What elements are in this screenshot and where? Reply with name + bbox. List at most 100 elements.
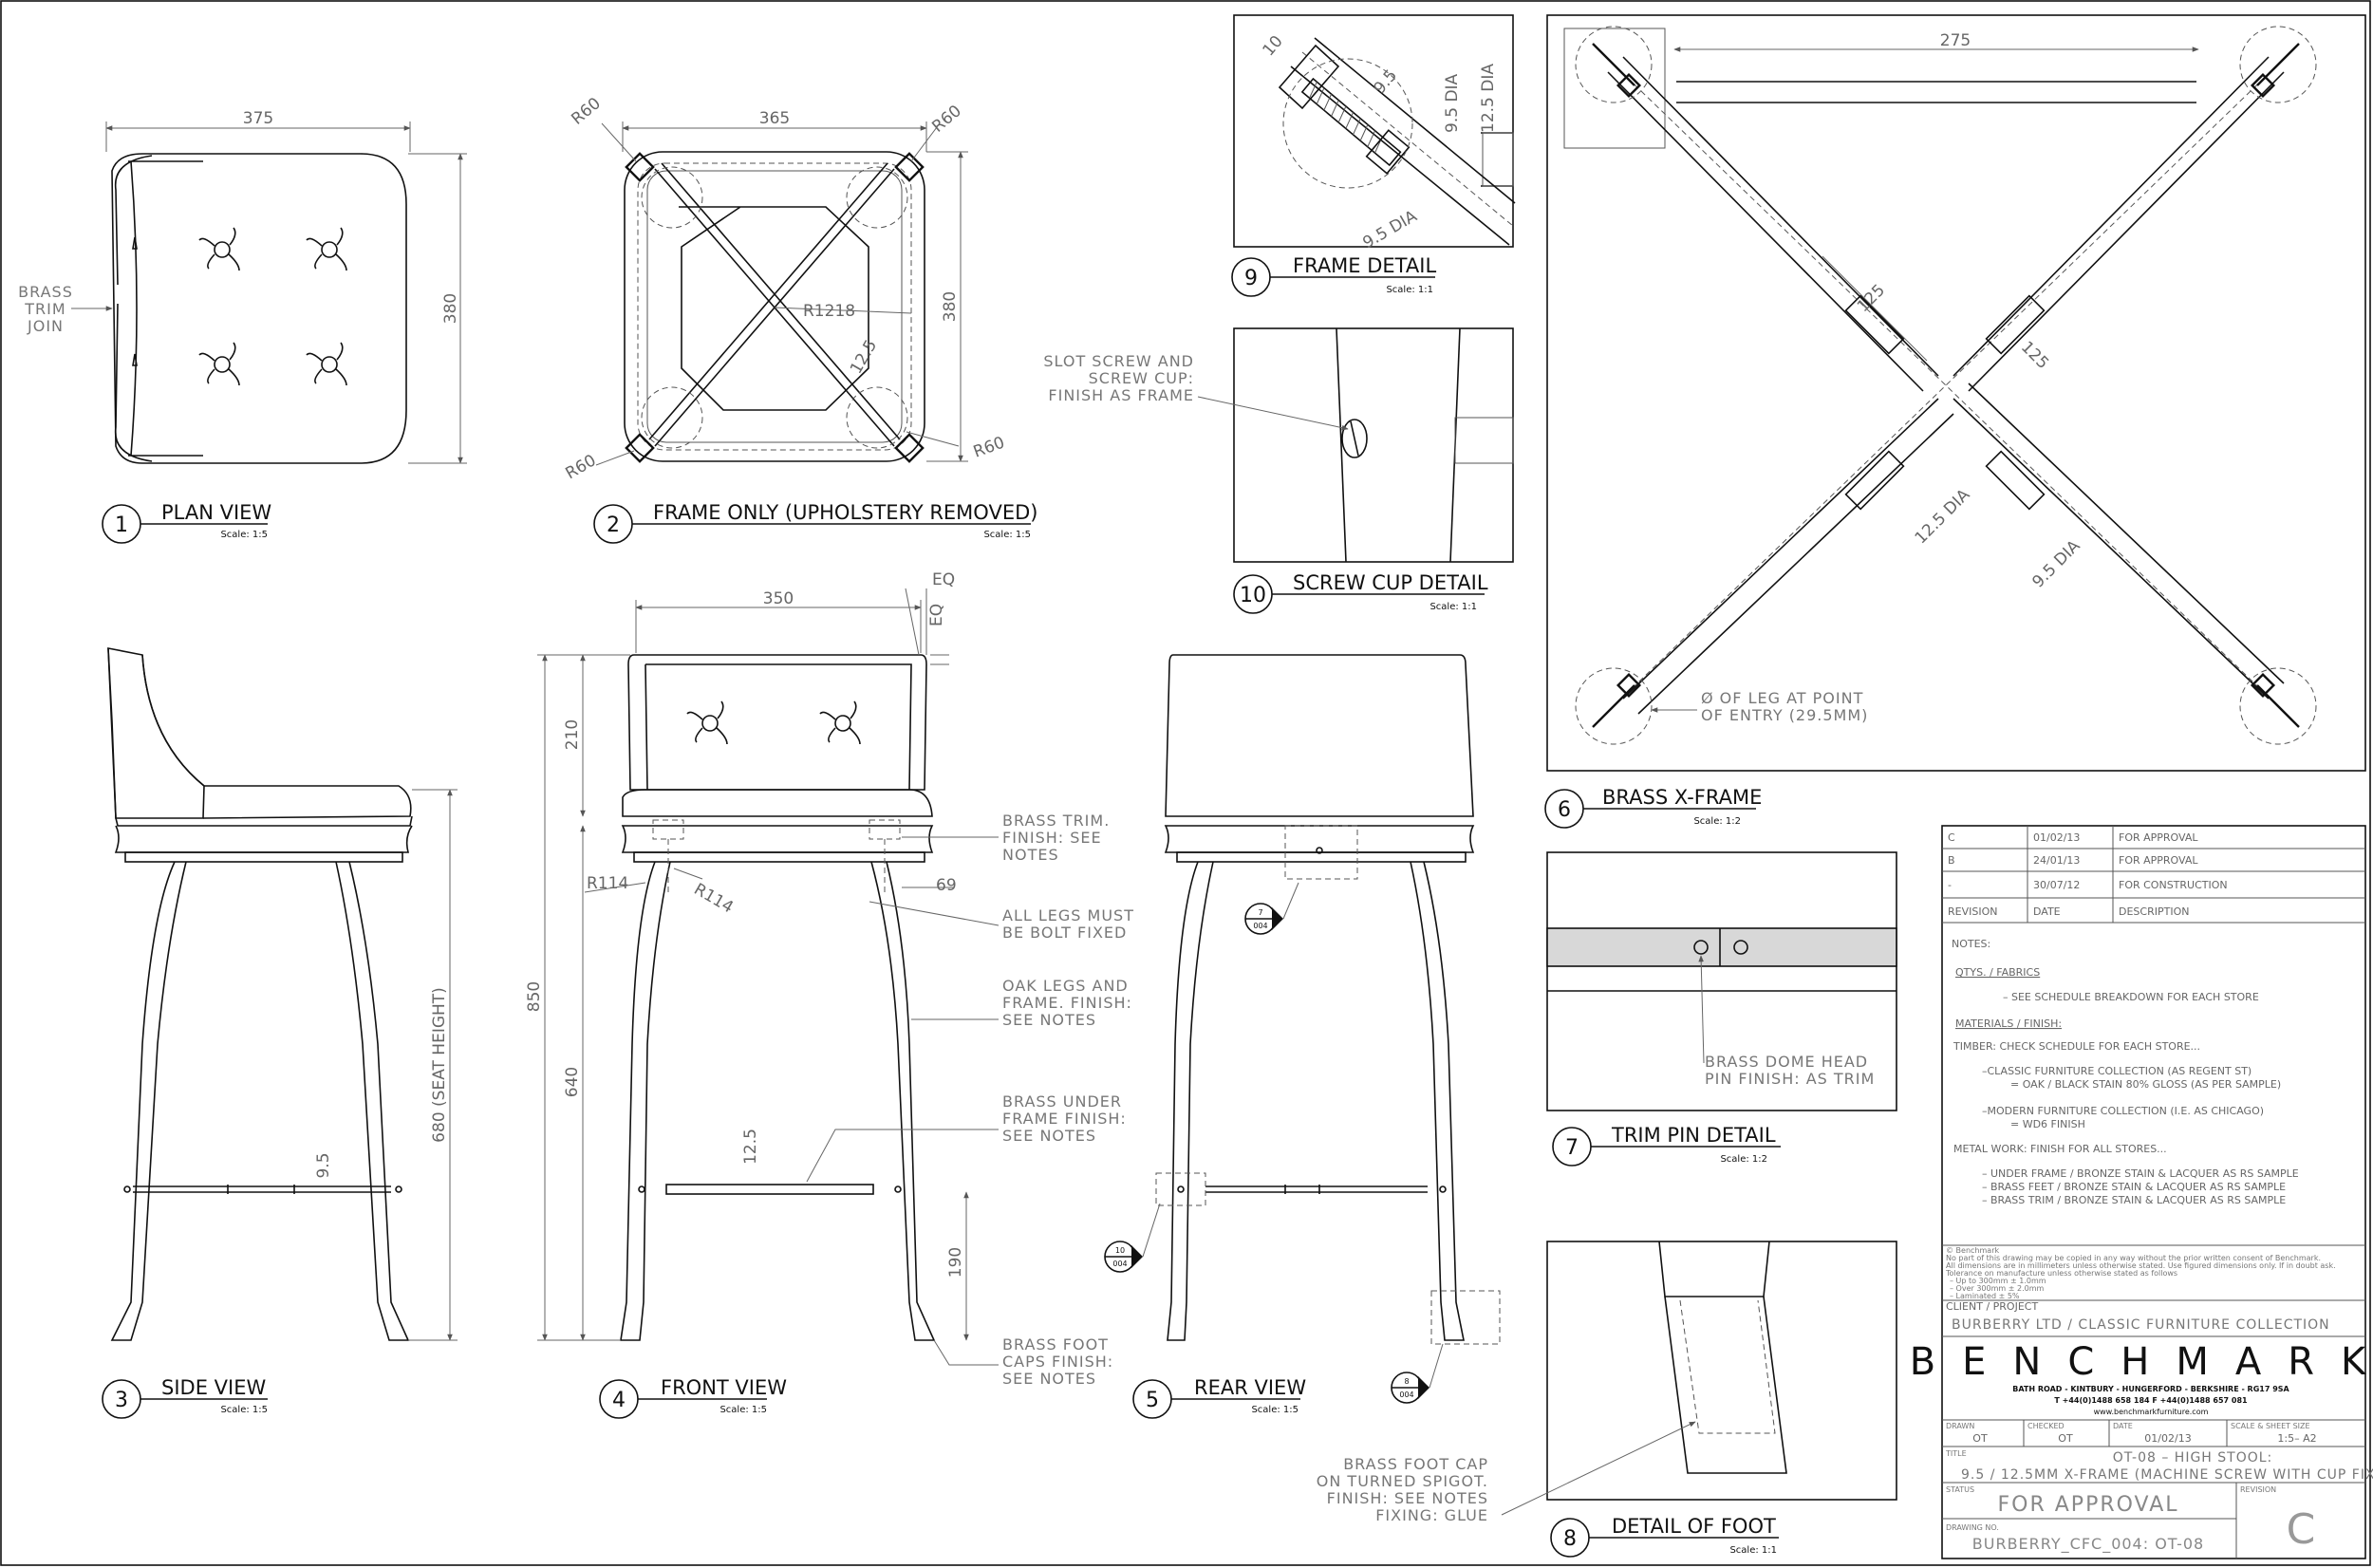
title-block: C 01/02/13 FOR APPROVAL B 24/01/13 FOR A… bbox=[1910, 825, 2373, 1559]
checked-by: OT bbox=[2058, 1432, 2073, 1445]
note-brass-foot-caps: SEE NOTES bbox=[1002, 1370, 1096, 1388]
dim-12-5: 12.5 bbox=[847, 337, 881, 378]
note-brass-under: FRAME FINISH: bbox=[1002, 1110, 1127, 1128]
view-scale: Scale: 1:5 bbox=[220, 1405, 268, 1415]
dim-69: 69 bbox=[936, 876, 957, 895]
spec-note: –CLASSIC FURNITURE COLLECTION (AS REGENT… bbox=[1982, 1065, 2252, 1077]
spec-note: – SEE SCHEDULE BREAKDOWN FOR EACH STORE bbox=[2003, 991, 2259, 1003]
spec-note: = OAK / BLACK STAIN 80% GLOSS (AS PER SA… bbox=[2010, 1078, 2281, 1091]
frame-detail-dim: 9.5 DIA bbox=[1443, 73, 1462, 133]
drawing-title: 9.5 / 12.5MM X-FRAME (MACHINE SCREW WITH… bbox=[1961, 1467, 2373, 1483]
view-number: 4 bbox=[612, 1389, 626, 1412]
view-number: 1 bbox=[115, 513, 128, 537]
drawing-number: BURBERRY_CFC_004: OT-08 bbox=[1972, 1535, 2204, 1554]
status-label: STATUS bbox=[1946, 1485, 1974, 1494]
view-title: FRAME ONLY (UPHOLSTERY REMOVED) bbox=[653, 501, 1037, 524]
callout-number: 10 bbox=[1115, 1246, 1125, 1255]
callout-number: 7 bbox=[1258, 908, 1262, 917]
note-foot-cap: ON TURNED SPIGOT. bbox=[1317, 1472, 1488, 1490]
leg-height-dim: 640 bbox=[563, 1067, 582, 1097]
radius-114-dim: R114 bbox=[587, 874, 628, 893]
view-number: 6 bbox=[1558, 798, 1571, 822]
revision-letter: - bbox=[1948, 879, 1952, 891]
brass-x-frame-view: 275 125 125 12.5 DIA 9.5 DIA Ø OF LEG AT… bbox=[1546, 14, 2366, 772]
xframe-9-5-dia: 9.5 DIA bbox=[2028, 536, 2083, 591]
spec-note: QTYS. / FABRICS bbox=[1955, 966, 2040, 979]
view-scale: Scale: 1:1 bbox=[1429, 602, 1477, 612]
frame-detail-dim: 12.5 DIA bbox=[1479, 64, 1498, 133]
copyright-line: No part of this drawing may be copied in… bbox=[1946, 1254, 2321, 1262]
plan-view: 375 380 BRASS TRIM JOIN bbox=[18, 109, 467, 464]
callout-7: 7 004 bbox=[1244, 882, 1299, 935]
drawing-revision: C bbox=[2287, 1505, 2316, 1554]
spec-note: MATERIALS / FINISH: bbox=[1955, 1017, 2062, 1030]
revision-date: 30/07/12 bbox=[2033, 879, 2080, 891]
callout-number: 8 bbox=[1404, 1377, 1409, 1386]
xframe-275-dim: 275 bbox=[1940, 31, 1971, 50]
client-project: BURBERRY LTD / CLASSIC FURNITURE COLLECT… bbox=[1952, 1317, 2330, 1333]
xframe-125-dim: 125 bbox=[1854, 281, 1889, 316]
note-brass-trim-join: TRIM bbox=[24, 300, 65, 318]
note-brass-foot-caps: CAPS FINISH: bbox=[1002, 1353, 1113, 1371]
note-brass-trim-finish: NOTES bbox=[1002, 846, 1059, 864]
company-address: BATH ROAD - KINTBURY - HUNGERFORD - BERK… bbox=[2012, 1385, 2289, 1393]
drawing-status: FOR APPROVAL bbox=[1998, 1493, 2179, 1517]
copyright-line: © Benchmark bbox=[1946, 1246, 1999, 1255]
spec-note: METAL WORK: FINISH FOR ALL STORES... bbox=[1953, 1143, 2167, 1155]
note-foot-cap: BRASS FOOT CAP bbox=[1343, 1455, 1488, 1473]
view-title: SCREW CUP DETAIL bbox=[1293, 571, 1488, 594]
view-scale: Scale: 1:1 bbox=[1729, 1545, 1777, 1556]
radius-dim: R60 bbox=[971, 433, 1007, 461]
revision-letter: C bbox=[1948, 831, 1955, 844]
plan-width-dim: 375 bbox=[243, 109, 273, 128]
rear-view bbox=[1155, 654, 1501, 1345]
spec-note: – UNDER FRAME / BRONZE STAIN & LACQUER A… bbox=[1982, 1167, 2299, 1180]
drawing-no-label: DRAWING NO. bbox=[1946, 1523, 1999, 1532]
checked-label: CHECKED bbox=[2027, 1422, 2065, 1430]
callout-sheet: 004 bbox=[1112, 1260, 1127, 1268]
frame-detail-dim: 10 bbox=[1260, 32, 1287, 60]
drawn-by: OT bbox=[1972, 1432, 1988, 1445]
view-scale: Scale: 1:2 bbox=[1720, 1154, 1767, 1165]
frame-height-dim: 380 bbox=[941, 291, 960, 322]
note-dome-head: BRASS DOME HEAD bbox=[1705, 1053, 1868, 1071]
copyright-line: – Over 300mm ± 2.0mm bbox=[1950, 1284, 2044, 1293]
note-all-legs: BE BOLT FIXED bbox=[1002, 924, 1127, 942]
section-callouts: 7 004 10 004 8 004 bbox=[1104, 882, 1444, 1404]
note-brass-trim-finish: FINISH: SEE bbox=[1002, 829, 1102, 847]
company-web: www.benchmarkfurniture.com bbox=[2094, 1408, 2209, 1416]
radius-1218-dim: R1218 bbox=[803, 302, 855, 321]
overall-height-dim: 850 bbox=[525, 981, 544, 1012]
note-all-legs: ALL LEGS MUST bbox=[1002, 906, 1134, 924]
front-view: 350 EQ EQ 850 210 640 R114 R114 69 190 1… bbox=[525, 570, 1134, 1388]
view-title: FRONT VIEW bbox=[661, 1376, 787, 1399]
title-label: TITLE bbox=[1945, 1449, 1967, 1458]
note-brass-under: SEE NOTES bbox=[1002, 1127, 1096, 1145]
copyright-block: © Benchmark No part of this drawing may … bbox=[1945, 1246, 2336, 1300]
view-scale: Scale: 1:5 bbox=[220, 530, 268, 540]
company-logo: BENCHMARK bbox=[1910, 1340, 2373, 1384]
eq-dim: EQ bbox=[932, 570, 955, 589]
date-label: DATE bbox=[2113, 1422, 2133, 1430]
spec-note: NOTES: bbox=[1952, 938, 1990, 950]
note-slot-screw: FINISH AS FRAME bbox=[1048, 386, 1194, 404]
trim-pin-detail-view: BRASS DOME HEAD PIN FINISH: AS TRIM bbox=[1546, 851, 1897, 1111]
callout-sheet: 004 bbox=[1399, 1391, 1413, 1399]
screw-cup-detail-view: SLOT SCREW AND SCREW CUP: FINISH AS FRAM… bbox=[1043, 327, 1514, 563]
spec-note: = WD6 FINISH bbox=[2010, 1118, 2085, 1130]
spec-notes: NOTES: QTYS. / FABRICS – SEE SCHEDULE BR… bbox=[1952, 938, 2299, 1206]
copyright-line: Tolerance on manufacture unless otherwis… bbox=[1945, 1269, 2177, 1278]
note-oak-legs: SEE NOTES bbox=[1002, 1011, 1096, 1029]
eq-dim: EQ bbox=[927, 604, 946, 626]
copyright-line: All dimensions are in millimeters unless… bbox=[1946, 1261, 2336, 1270]
copyright-line: – Laminated ± 5% bbox=[1950, 1292, 2020, 1300]
drawing-date: 01/02/13 bbox=[2144, 1432, 2191, 1445]
copyright-line: – Up to 300mm ± 1.0mm bbox=[1950, 1277, 2046, 1285]
